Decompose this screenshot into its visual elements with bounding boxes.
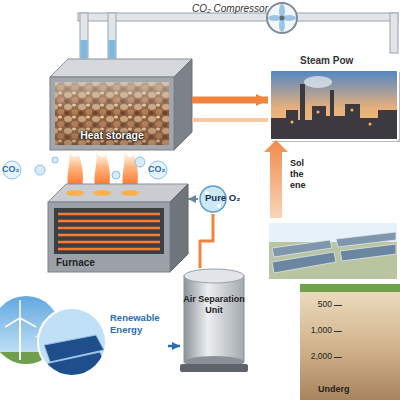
- co2-pipe: [78, 13, 398, 21]
- steam-cloud: [304, 76, 332, 88]
- flame-glow: [121, 190, 139, 196]
- plant-light: [351, 109, 354, 112]
- heating-coil: [58, 248, 160, 251]
- separation-tank: Air Separation Unit: [180, 268, 248, 372]
- power-plant-photo: [270, 70, 398, 140]
- co2-pipe: [390, 13, 398, 53]
- soil-layer: [300, 292, 400, 400]
- power-plant-panel: Steam Pow: [268, 52, 400, 145]
- heating-coil: [58, 213, 160, 216]
- node-title: Pure O₂: [205, 193, 255, 204]
- furnace-window: [54, 208, 164, 254]
- furnace-box: Furnace: [48, 182, 188, 272]
- co2-bubble: [35, 165, 45, 175]
- heating-coil: [58, 241, 160, 244]
- solar-mirror: [272, 252, 336, 273]
- plant-light: [317, 111, 320, 114]
- gas-label: CO₂: [2, 164, 28, 174]
- depth-tick: [334, 357, 342, 358]
- power-supply-arrow: [168, 345, 180, 348]
- heating-coil: [58, 220, 160, 223]
- co2-bubble: [52, 157, 58, 163]
- node-title: Renewable Energy: [110, 312, 168, 336]
- flame: [95, 152, 110, 188]
- flame-glow: [66, 190, 84, 196]
- plant-light: [291, 121, 294, 124]
- flame: [68, 152, 83, 188]
- box-top: [50, 59, 192, 77]
- co2-pipe: [108, 13, 116, 58]
- turbine-blade: [5, 318, 20, 327]
- flame-glow: [93, 190, 111, 196]
- pipe-label: CO₂ Compressor: [176, 3, 268, 15]
- solar-mirror: [340, 244, 396, 261]
- fan-hub: [280, 16, 285, 21]
- heat-flow-arrow: [192, 96, 268, 103]
- box-side: [174, 59, 192, 150]
- co2-bubble: [112, 171, 120, 179]
- oxygen-feed-arrow: [188, 198, 198, 200]
- node-title: Steam Pow: [300, 55, 396, 67]
- depth-value: 2,000: [302, 352, 332, 362]
- node-title: Air Separation Unit: [183, 294, 245, 316]
- depth-tick: [334, 305, 342, 306]
- oxygen-dot: [217, 204, 221, 208]
- depth-tick: [334, 331, 342, 332]
- co2-flow: [109, 40, 116, 58]
- turbine-blade: [19, 300, 21, 318]
- oxygen-circle: Pure O₂: [198, 184, 256, 214]
- rock-shade: [55, 82, 169, 145]
- compressor-fan: [267, 3, 297, 33]
- turbine-blade: [20, 318, 36, 327]
- separation-tank-shape: [180, 268, 248, 372]
- box-front: [48, 202, 170, 272]
- depth-value: 1,000: [302, 326, 332, 336]
- plant-buildings: [271, 104, 397, 139]
- co2-flow: [81, 40, 88, 58]
- node-title: Furnace: [56, 257, 146, 269]
- solar-panel-photo: [36, 306, 110, 382]
- oxygen-pipe: [200, 214, 213, 268]
- tank-body: [184, 276, 244, 362]
- box-top: [48, 184, 188, 202]
- photo-frame: [38, 308, 106, 376]
- heat-pipe: [192, 118, 268, 122]
- solar-heat-arrow: [264, 140, 288, 218]
- box-front: [50, 77, 174, 150]
- tank-base: [180, 364, 248, 372]
- node-title: Heat storage: [60, 129, 164, 141]
- storage-box: Heat storage: [50, 55, 192, 150]
- arrow-label: Sol the ene: [290, 158, 312, 191]
- tank-top: [184, 269, 244, 283]
- panel-label: Underg: [318, 384, 378, 394]
- heating-coil: [58, 227, 160, 230]
- co2-bubble: [135, 157, 145, 167]
- heating-coil: [58, 234, 160, 237]
- energy-source-label: Renewable Energy: [110, 312, 168, 352]
- solar-field-photo: [268, 222, 398, 280]
- flame: [123, 152, 138, 188]
- co2-pipe: [80, 13, 88, 58]
- chimney: [300, 84, 305, 124]
- box-side: [170, 184, 188, 272]
- turbine-tower: [19, 318, 21, 360]
- depth-value: 500: [302, 300, 332, 310]
- grass-strip: [300, 284, 400, 292]
- gas-label: CO₂: [148, 164, 174, 174]
- plant-light: [369, 123, 372, 126]
- rock-bed: [55, 82, 169, 145]
